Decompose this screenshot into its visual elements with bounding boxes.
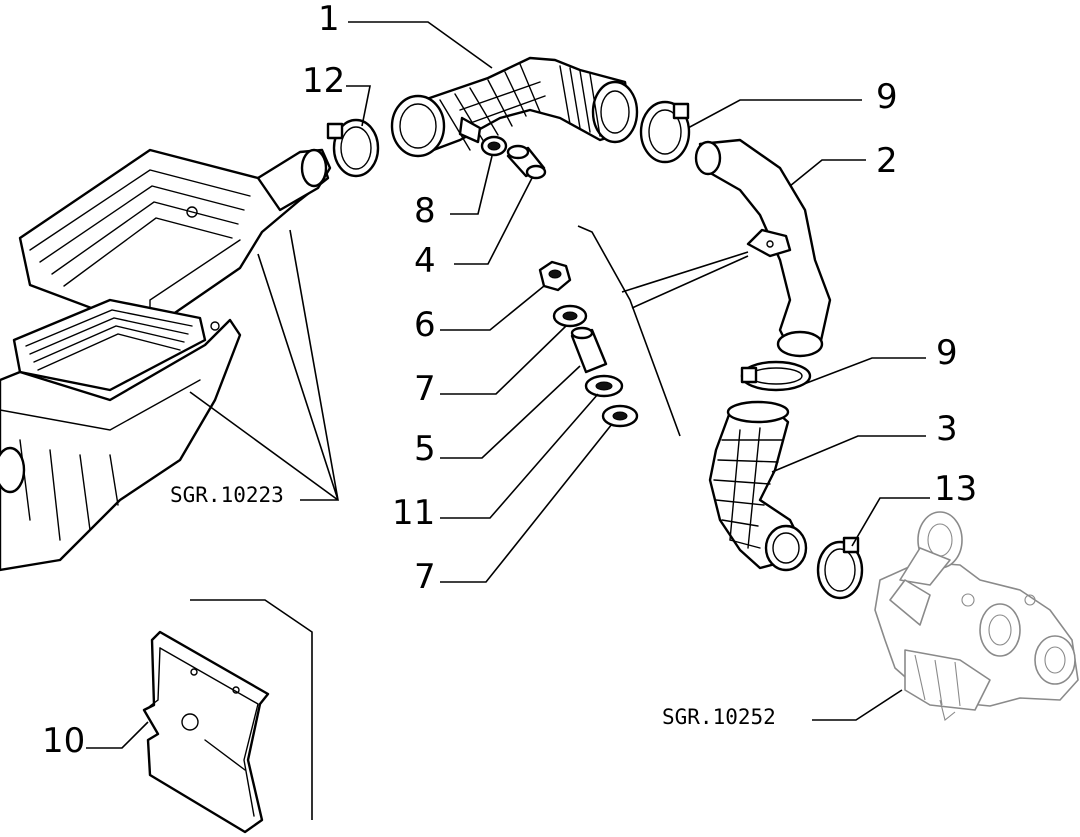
leader-4 bbox=[454, 177, 533, 265]
callout-5: 5 bbox=[414, 429, 436, 469]
callout-8: 8 bbox=[414, 191, 436, 231]
part-11-rubber-grommet bbox=[584, 374, 624, 398]
leader-sgr-10223 bbox=[189, 229, 340, 501]
air-filter-housing bbox=[0, 148, 332, 572]
callout-6: 6 bbox=[414, 305, 436, 345]
part-5-spacer-sleeve bbox=[570, 326, 608, 374]
part-12-hose-clamp bbox=[326, 118, 380, 178]
part-7-upper-washer bbox=[552, 304, 588, 328]
leader-12 bbox=[346, 85, 371, 127]
leader-2 bbox=[789, 159, 866, 187]
part-7-lower-washer bbox=[601, 404, 639, 428]
callout-13: 13 bbox=[934, 469, 977, 509]
part-1-intake-elbow-hose bbox=[390, 56, 639, 158]
callout-12: 12 bbox=[302, 61, 345, 101]
part-2-metal-intake-pipe bbox=[694, 138, 832, 358]
leader-11 bbox=[440, 393, 599, 519]
callout-3: 3 bbox=[936, 409, 958, 449]
part-10-heat-shield bbox=[142, 630, 270, 834]
heat-shield-frame-line bbox=[190, 599, 313, 820]
callout-7-upper: 7 bbox=[414, 369, 436, 409]
turbocharger-assembly bbox=[874, 511, 1079, 721]
ref-air-filter: SGR.10223 bbox=[170, 483, 284, 507]
leader-7-lower bbox=[440, 423, 613, 583]
mounting-axis-line bbox=[577, 225, 681, 437]
part-9-lower-hose-clamp bbox=[740, 360, 812, 392]
leader-8 bbox=[450, 155, 493, 215]
leader-10 bbox=[86, 721, 149, 749]
part-9-upper-hose-clamp bbox=[639, 100, 691, 164]
callout-9-upper: 9 bbox=[876, 77, 898, 117]
callout-7-lower: 7 bbox=[414, 557, 436, 597]
part-3-turbo-elbow-hose bbox=[708, 400, 808, 572]
part-6-nut bbox=[538, 260, 572, 292]
leader-3 bbox=[771, 435, 926, 473]
part-4-breather-pipe bbox=[506, 144, 547, 180]
leader-sgr-10252 bbox=[812, 689, 903, 721]
callout-1: 1 bbox=[318, 0, 340, 39]
leader-9-lower bbox=[803, 357, 926, 385]
bracket-pointer-lines bbox=[621, 251, 749, 309]
callout-9-lower: 9 bbox=[936, 333, 958, 373]
leader-1 bbox=[348, 21, 493, 69]
leader-7-upper bbox=[440, 325, 567, 395]
leader-13 bbox=[851, 497, 930, 547]
callout-4: 4 bbox=[414, 241, 436, 281]
leader-6 bbox=[440, 285, 545, 331]
part-8-small-hose-clip bbox=[480, 135, 508, 157]
leader-5 bbox=[440, 365, 581, 459]
callout-11: 11 bbox=[392, 493, 435, 533]
leader-9-upper bbox=[687, 99, 862, 129]
callout-2: 2 bbox=[876, 141, 898, 181]
part-13-hose-clamp bbox=[816, 536, 864, 600]
callout-10: 10 bbox=[42, 721, 85, 761]
ref-turbocharger: SGR.10252 bbox=[662, 705, 776, 729]
